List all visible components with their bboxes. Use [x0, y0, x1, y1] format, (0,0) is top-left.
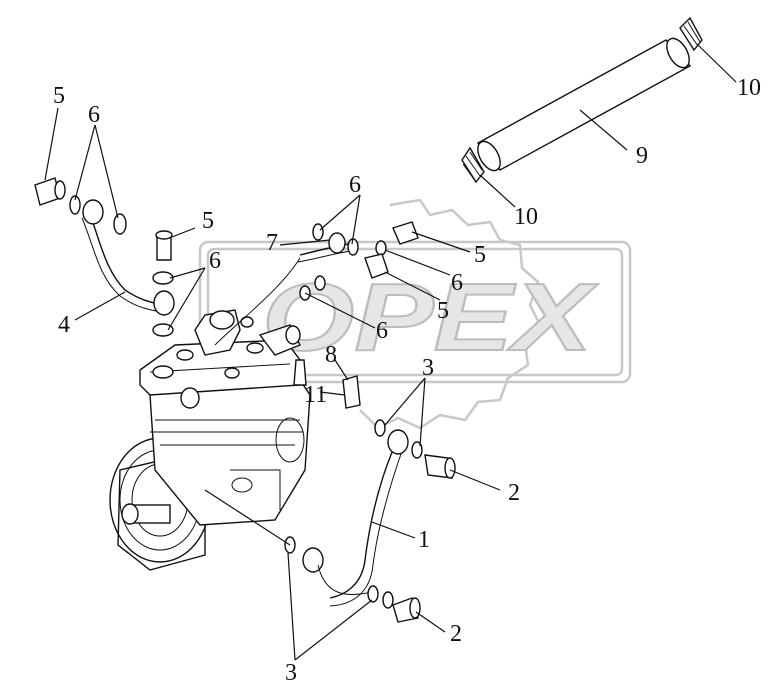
callout-5-right-lower: 5 — [437, 298, 449, 324]
callout-5-left: 5 — [53, 83, 65, 109]
callout-3-upper: 3 — [422, 355, 434, 381]
callout-6-mid-left: 6 — [209, 248, 221, 274]
callout-6-top: 6 — [349, 172, 361, 198]
callout-10-mid: 10 — [514, 204, 538, 230]
callout-5-right-upper: 5 — [474, 242, 486, 268]
callout-5-mid: 5 — [202, 208, 214, 234]
callout-10-right: 10 — [737, 75, 761, 101]
tube-4 — [34, 177, 175, 337]
callout-9: 9 — [636, 143, 648, 169]
callout-2-lower: 2 — [450, 621, 462, 647]
callout-11: 11 — [304, 382, 327, 408]
callout-4: 4 — [58, 312, 70, 338]
air-compressor — [109, 309, 311, 571]
callout-6-center: 6 — [376, 318, 388, 344]
tube-7 — [214, 221, 419, 409]
callout-6-right: 6 — [451, 270, 463, 296]
callouts: 1 2 2 3 3 4 5 5 5 5 6 6 6 6 6 7 8 9 10 1… — [53, 75, 761, 686]
callout-8: 8 — [325, 342, 337, 368]
leader-lines — [44, 44, 737, 661]
hose-assembly — [461, 16, 703, 184]
callout-1: 1 — [418, 527, 430, 553]
callout-6-left: 6 — [88, 102, 100, 128]
callout-7: 7 — [266, 230, 278, 256]
callout-3-lower: 3 — [285, 660, 297, 686]
tube-1 — [284, 419, 456, 623]
callout-2-upper: 2 — [508, 480, 520, 506]
